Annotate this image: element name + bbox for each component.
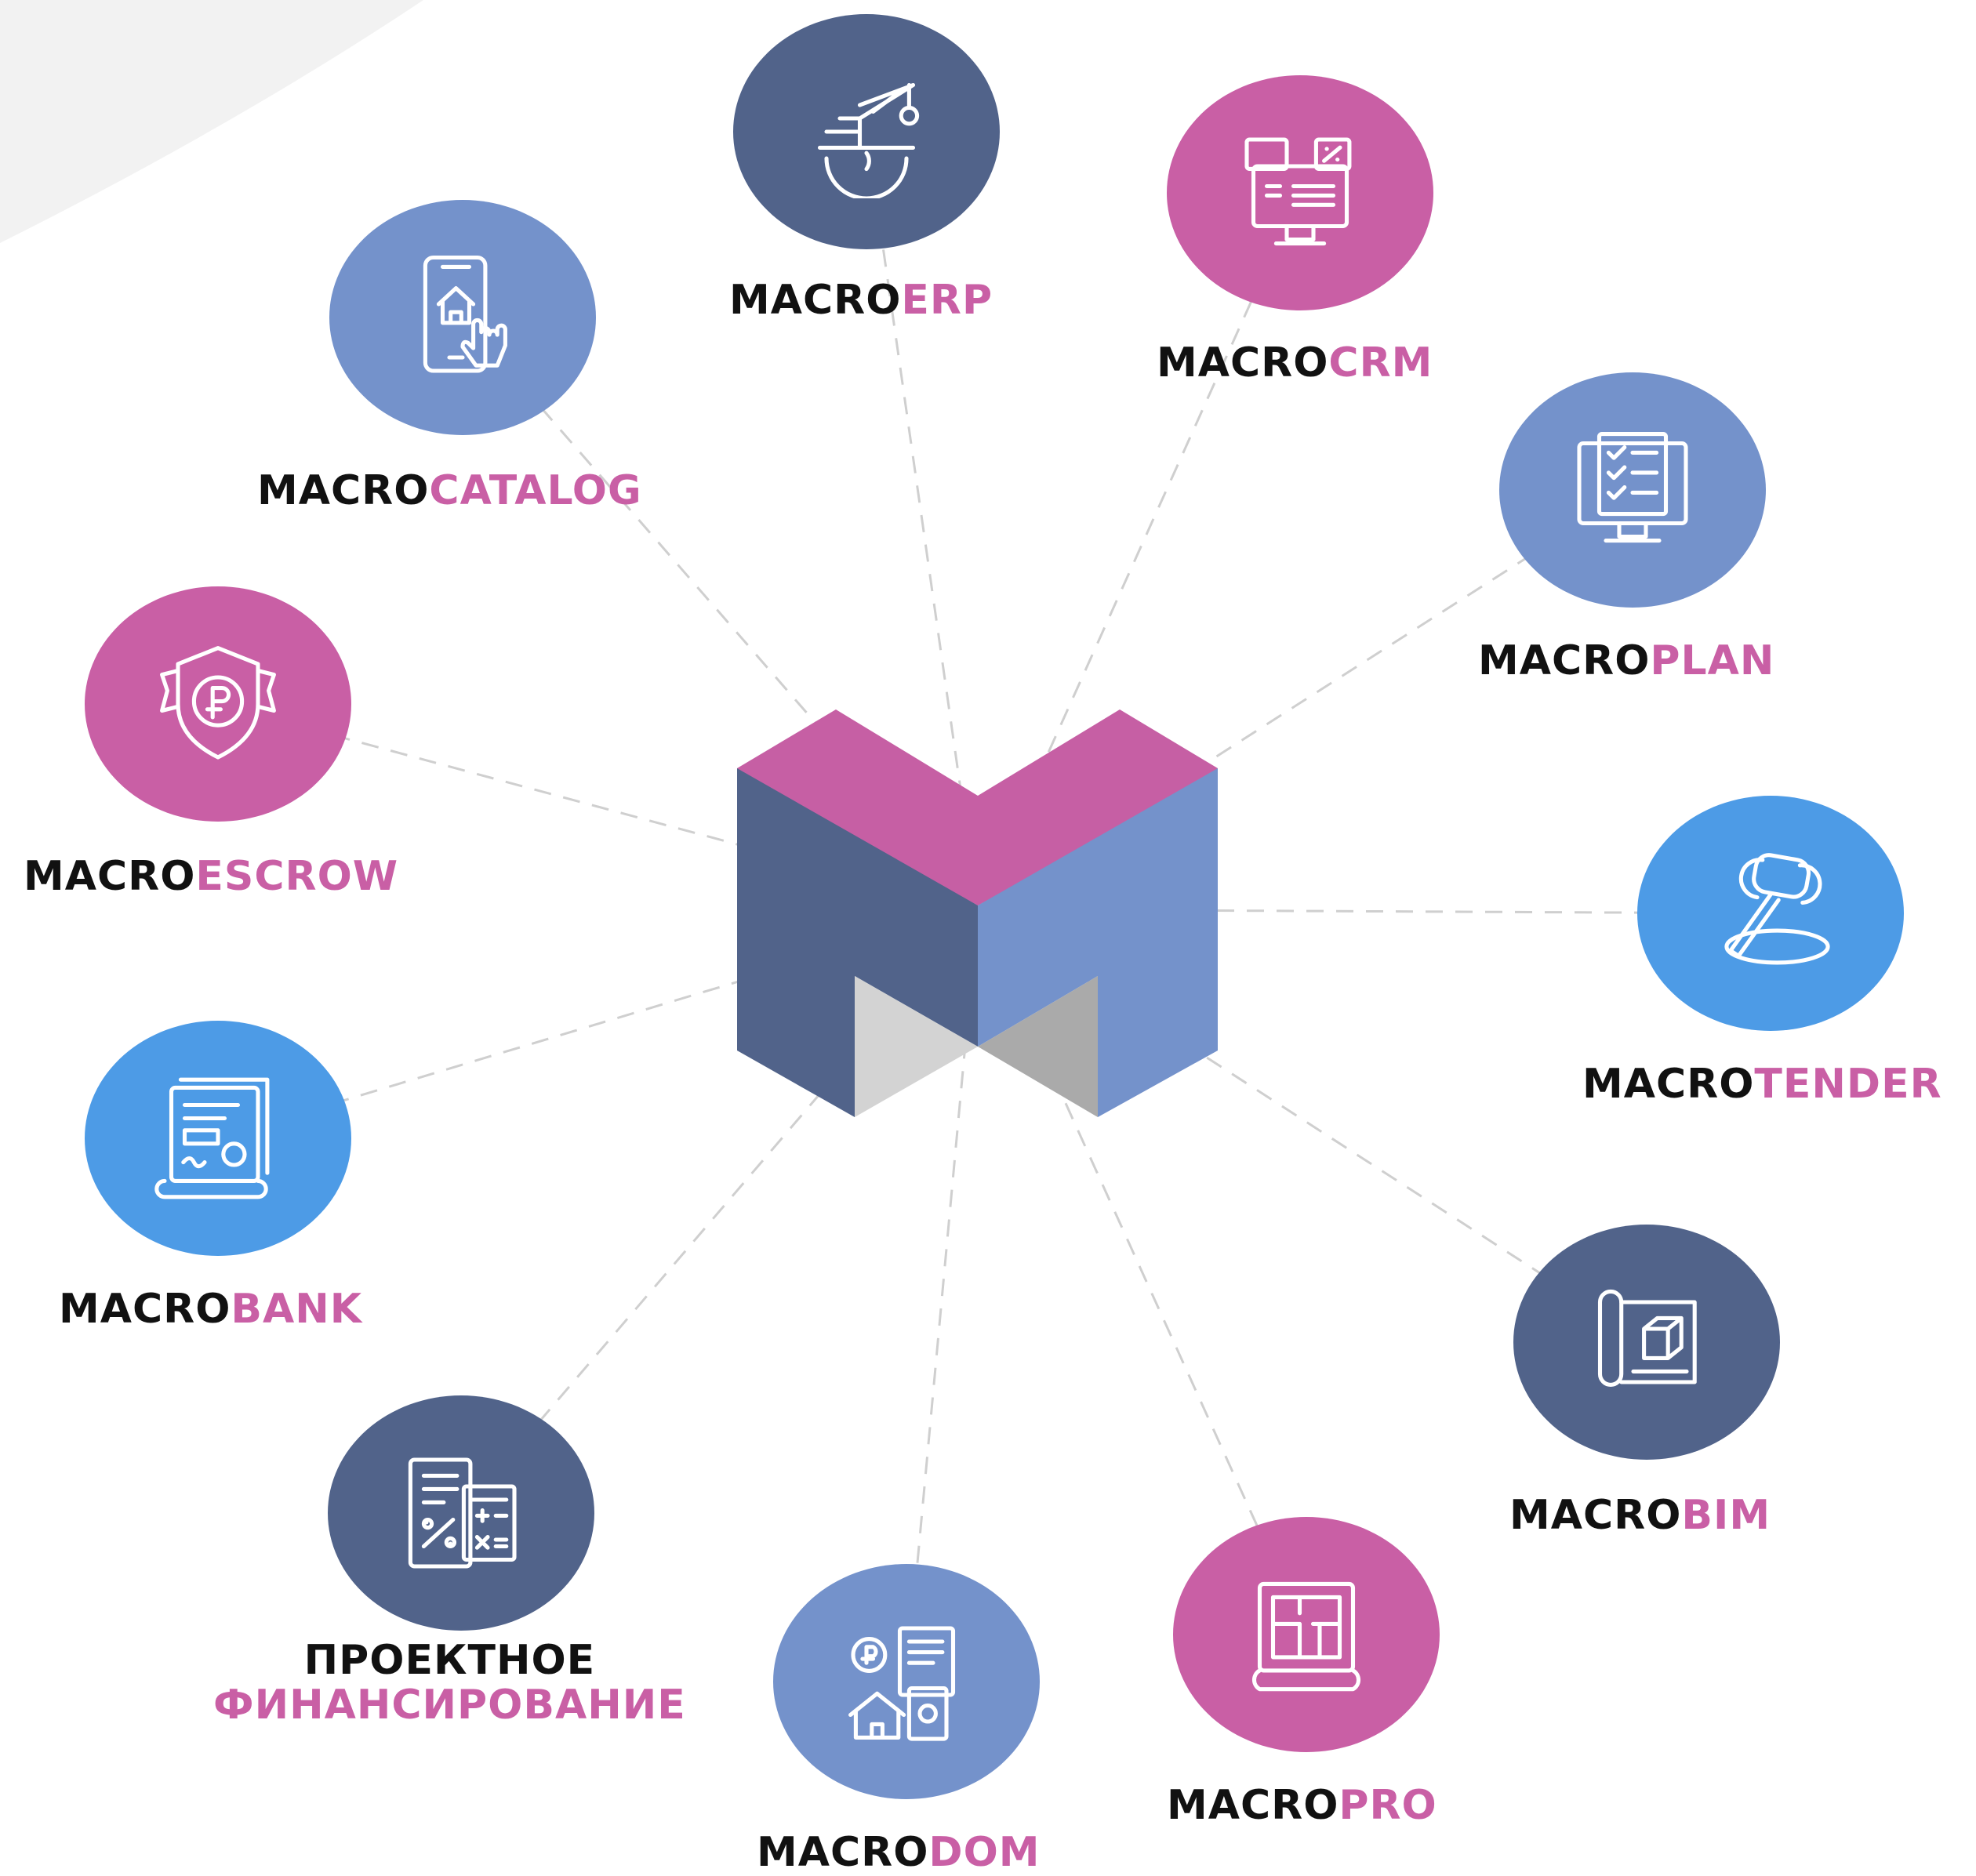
label-suffix: ESCROW bbox=[195, 853, 399, 900]
label-suffix: PRO bbox=[1339, 1782, 1437, 1829]
label-suffix: CATALOG bbox=[429, 467, 642, 514]
label-prefix: MACRO bbox=[1157, 339, 1329, 386]
logo-top-face bbox=[737, 709, 1218, 905]
label-suffix: BIM bbox=[1681, 1492, 1771, 1539]
label-erp: MACROERP bbox=[729, 278, 993, 323]
label-prefix: MACRO bbox=[729, 277, 902, 324]
node-escrow[interactable] bbox=[85, 586, 351, 822]
floorplan-scroll-icon bbox=[1251, 1581, 1361, 1692]
label-pro: MACROPRO bbox=[1167, 1783, 1437, 1828]
label-prefix: MACRO bbox=[24, 853, 196, 900]
logo-right-face bbox=[978, 768, 1218, 1117]
house-money-documents-icon bbox=[848, 1626, 956, 1741]
label-bim: MACROBIM bbox=[1509, 1493, 1771, 1538]
connector-catalog bbox=[461, 317, 979, 910]
label-suffix: PLAN bbox=[1650, 637, 1775, 684]
label-prefix: MACRO bbox=[1167, 1782, 1339, 1829]
macro-logo bbox=[737, 709, 1218, 1117]
label-prefix: MACRO bbox=[1582, 1061, 1755, 1108]
node-pro[interactable] bbox=[1173, 1517, 1440, 1752]
label-prefix: MACRO bbox=[59, 1286, 231, 1333]
corner-decoration bbox=[0, 0, 423, 243]
label-suffix: BANK bbox=[231, 1286, 363, 1333]
gavel-icon bbox=[1724, 853, 1830, 965]
connector-dom bbox=[905, 909, 979, 1682]
label-bank: MACROBANK bbox=[59, 1286, 363, 1333]
connector-erp bbox=[865, 131, 979, 910]
calculator-percent-icon bbox=[408, 1457, 517, 1569]
label-suffix: ERP bbox=[901, 277, 993, 324]
node-bim[interactable] bbox=[1513, 1225, 1780, 1460]
logo-notch-right bbox=[978, 976, 1098, 1117]
node-crm[interactable] bbox=[1167, 75, 1433, 310]
node-dom[interactable] bbox=[773, 1564, 1040, 1799]
node-tender[interactable] bbox=[1637, 796, 1904, 1031]
label-tender: MACROTENDER bbox=[1582, 1061, 1942, 1108]
node-bank[interactable] bbox=[85, 1021, 351, 1256]
label-prefix: MACRO bbox=[257, 467, 430, 514]
connector-crm bbox=[976, 192, 1302, 910]
label-prefix: MACRO bbox=[1509, 1492, 1682, 1539]
label-suffix: ФИНАНСИРОВАНИЕ bbox=[213, 1682, 686, 1729]
connector-plan bbox=[977, 488, 1633, 911]
label-prefix: MACRO bbox=[1478, 637, 1651, 684]
node-catalog[interactable] bbox=[329, 200, 596, 435]
label-crm: MACROCRM bbox=[1157, 339, 1433, 386]
checklist-clipboard-icon bbox=[1577, 432, 1688, 543]
shield-ruble-icon bbox=[160, 646, 276, 760]
node-finance[interactable] bbox=[328, 1395, 594, 1631]
node-plan[interactable] bbox=[1499, 372, 1766, 608]
node-erp[interactable] bbox=[733, 14, 1000, 249]
label-prefix: ПРОЕКТНОЕ bbox=[303, 1637, 596, 1684]
label-suffix: DOM bbox=[928, 1829, 1041, 1876]
label-escrow: MACROESCROW bbox=[24, 853, 399, 900]
smartphone-house-icon bbox=[423, 255, 507, 373]
label-suffix: TENDER bbox=[1754, 1061, 1942, 1108]
monitor-dashboard-icon bbox=[1244, 137, 1352, 246]
label-plan: MACROPLAN bbox=[1478, 637, 1775, 684]
logo-left-face bbox=[737, 768, 978, 1117]
crane-gear-icon bbox=[817, 82, 920, 198]
label-prefix: MACRO bbox=[757, 1829, 929, 1876]
label-catalog: MACROCATALOG bbox=[257, 467, 642, 514]
certificate-scroll-icon bbox=[154, 1077, 270, 1199]
label-suffix: CRM bbox=[1328, 339, 1433, 386]
label-dom: MACRODOM bbox=[757, 1829, 1041, 1876]
blueprint-cube-icon bbox=[1597, 1289, 1697, 1387]
logo-notch-left bbox=[855, 976, 978, 1117]
